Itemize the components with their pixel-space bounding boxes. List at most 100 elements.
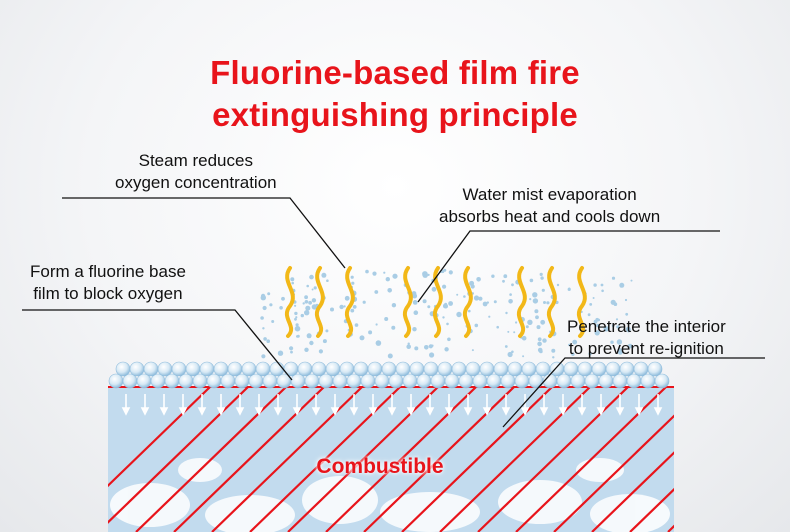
steam-wisp-icon bbox=[284, 266, 295, 338]
mist-droplet bbox=[294, 304, 297, 307]
film-bubble bbox=[241, 361, 257, 377]
film-bubble bbox=[374, 373, 390, 389]
mist-droplet bbox=[541, 288, 545, 292]
mist-droplet bbox=[447, 337, 451, 342]
mist-droplet bbox=[350, 275, 354, 279]
mist-droplet bbox=[593, 283, 597, 287]
mist-droplet bbox=[624, 298, 628, 302]
mist-droplet bbox=[551, 348, 556, 353]
diagram-title: Fluorine-based film fire extinguishing p… bbox=[0, 52, 790, 136]
mist-droplet bbox=[365, 269, 369, 274]
film-bubble bbox=[535, 361, 551, 377]
mist-droplet bbox=[482, 301, 488, 307]
mist-droplet bbox=[351, 281, 355, 285]
mist-droplet bbox=[446, 322, 449, 326]
film-bubble bbox=[458, 373, 474, 389]
mist-droplet bbox=[567, 287, 571, 291]
film-bubble bbox=[255, 361, 271, 377]
mist-droplet bbox=[627, 343, 633, 349]
hatch-stripe bbox=[553, 414, 674, 532]
foam-blob bbox=[302, 476, 378, 524]
mist-droplet bbox=[486, 301, 489, 304]
mist-droplet bbox=[537, 337, 542, 342]
mist-droplet bbox=[456, 293, 459, 296]
mist-droplet bbox=[600, 283, 604, 287]
film-bubble bbox=[171, 361, 187, 377]
arrowhead-icon bbox=[406, 407, 416, 416]
mist-droplet bbox=[540, 276, 544, 280]
film-bubble bbox=[549, 361, 565, 377]
mist-droplet bbox=[308, 300, 312, 305]
mist-droplet bbox=[597, 318, 601, 322]
mist-droplet bbox=[556, 283, 560, 287]
film-bubble bbox=[185, 361, 201, 377]
mist-droplet bbox=[261, 354, 266, 359]
title-line-2: extinguishing principle bbox=[212, 96, 578, 133]
mist-droplet bbox=[601, 289, 604, 293]
film-bubble bbox=[122, 373, 138, 389]
film-bubble bbox=[290, 373, 306, 389]
film-bubble bbox=[339, 361, 355, 377]
film-bubble bbox=[136, 373, 152, 389]
film-bubble bbox=[143, 361, 159, 377]
arrowhead-icon bbox=[634, 407, 644, 416]
film-bubble bbox=[647, 361, 663, 377]
mist-droplet bbox=[339, 304, 344, 310]
mist-droplet bbox=[429, 352, 435, 358]
film-bubble bbox=[486, 373, 502, 389]
film-bubble bbox=[591, 361, 607, 377]
mist-droplet bbox=[534, 309, 539, 314]
mist-droplet bbox=[488, 315, 491, 318]
foam-blob bbox=[205, 495, 295, 532]
film-bubble bbox=[283, 361, 299, 377]
mist-droplet bbox=[281, 296, 285, 301]
mist-droplet bbox=[306, 284, 310, 288]
mist-droplet bbox=[509, 293, 512, 296]
mist-droplet bbox=[471, 349, 474, 352]
mist-droplet bbox=[593, 319, 598, 324]
leader-lines bbox=[22, 197, 765, 428]
mist-droplet bbox=[529, 298, 532, 301]
label-penetrate: Penetrate the interior to prevent re-ign… bbox=[567, 316, 726, 360]
mist-droplet bbox=[532, 298, 539, 304]
film-bubble bbox=[360, 373, 376, 389]
mist-droplet bbox=[359, 335, 365, 341]
film-bubble bbox=[248, 373, 264, 389]
film-bubble bbox=[423, 361, 439, 377]
film-bubble bbox=[479, 361, 495, 377]
film-bubble bbox=[346, 373, 362, 389]
mist-droplet bbox=[304, 347, 309, 352]
mist-droplet bbox=[444, 347, 449, 352]
mist-droplet bbox=[617, 349, 623, 355]
mist-droplet bbox=[322, 339, 327, 344]
film-bubble bbox=[227, 361, 243, 377]
mist-droplet bbox=[302, 302, 305, 305]
mist-droplet bbox=[552, 356, 555, 359]
mist-droplet bbox=[473, 295, 480, 301]
combustible-block bbox=[108, 387, 674, 532]
mist-droplet bbox=[478, 296, 483, 301]
steam-wisp-icon bbox=[516, 266, 527, 338]
steam-wisps bbox=[284, 266, 587, 338]
mist-droplet bbox=[296, 334, 300, 338]
mist-droplet bbox=[503, 274, 508, 279]
mist-droplet bbox=[262, 305, 267, 311]
film-bubble bbox=[654, 373, 670, 389]
mist-droplet bbox=[406, 344, 412, 350]
film-bubble bbox=[381, 361, 397, 377]
arrowhead-icon bbox=[368, 407, 378, 416]
mist-droplet bbox=[384, 317, 389, 321]
film-bubble bbox=[157, 361, 173, 377]
arrowhead-icon bbox=[444, 407, 454, 416]
mist-droplet bbox=[304, 310, 310, 316]
film-bubble bbox=[451, 361, 467, 377]
mist-droplet bbox=[511, 350, 514, 354]
mist-droplet bbox=[529, 278, 534, 283]
mist-droplet bbox=[443, 304, 448, 309]
arrowhead-icon bbox=[520, 407, 530, 416]
foam-blob bbox=[380, 492, 480, 532]
arrowhead-icon bbox=[482, 407, 492, 416]
mist-droplet bbox=[596, 323, 600, 328]
film-bubble bbox=[626, 373, 642, 389]
mist-droplet bbox=[469, 280, 475, 286]
